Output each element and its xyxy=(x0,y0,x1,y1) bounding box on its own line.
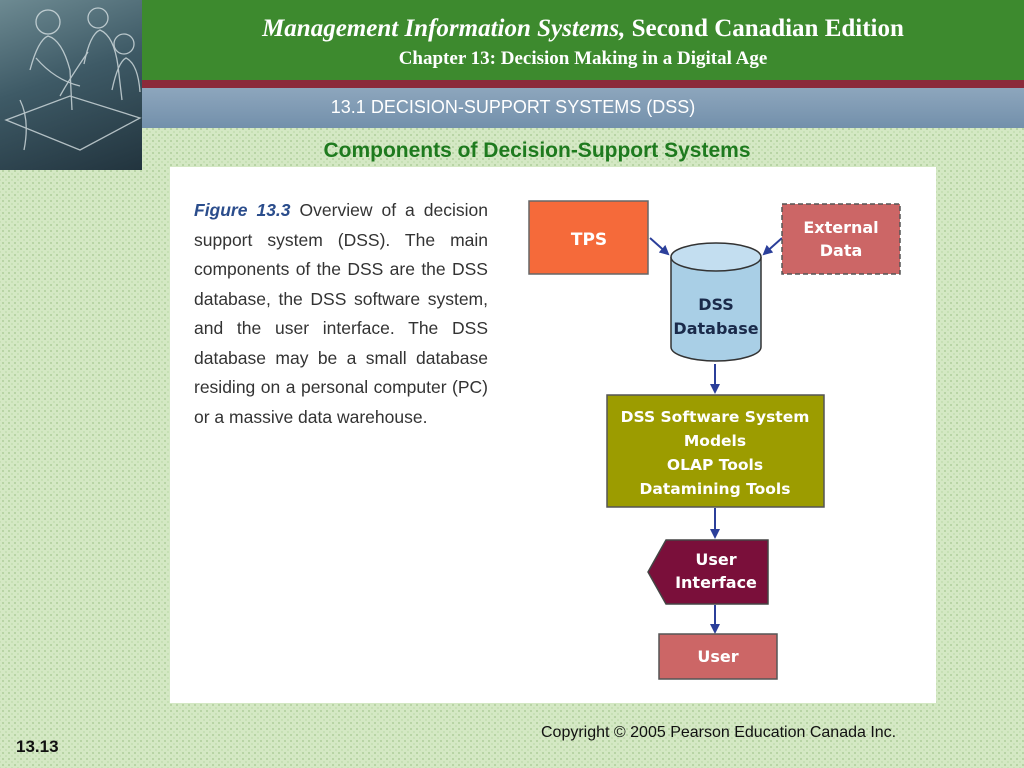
dss-software-label-line1: DSS Software System xyxy=(621,408,810,426)
user-label: User xyxy=(697,647,738,666)
book-title: Management Information Systems, Second C… xyxy=(142,14,1024,44)
chapter-title: Chapter 13: Decision Making in a Digital… xyxy=(398,48,768,69)
user-interface-node: User Interface xyxy=(647,539,769,605)
arrow-tps-to-database xyxy=(649,237,670,256)
book-title-edition: Second Canadian Edition xyxy=(625,15,904,42)
tps-node: TPS xyxy=(528,200,649,275)
dss-software-label-line4: Datamining Tools xyxy=(640,480,791,498)
book-title-italic: Management Information Systems, xyxy=(262,15,626,42)
dss-software-label-line3: OLAP Tools xyxy=(667,456,763,474)
tps-label: TPS xyxy=(571,230,607,250)
footer-copyright: Copyright © 2005 Pearson Education Canad… xyxy=(541,724,897,741)
user-interface-label-line1: User xyxy=(695,550,736,569)
figure-label: Figure 13.3 xyxy=(194,200,291,220)
section-title: 13.1 DECISION-SUPPORT SYSTEMS (DSS) xyxy=(330,97,696,117)
figure-caption: Figure 13.3 Overview of a decision suppo… xyxy=(194,196,488,432)
header-bar xyxy=(142,0,1024,80)
dss-software-label-line2: Models xyxy=(684,432,746,450)
section-bar xyxy=(142,88,1024,128)
dss-database-node: DSS Database xyxy=(670,242,762,362)
user-interface-label-line2: Interface xyxy=(675,573,757,592)
header-divider xyxy=(142,80,1024,88)
header-photo xyxy=(0,0,142,170)
figure-caption-text: Overview of a decision support system (D… xyxy=(194,200,488,427)
dss-database-label-line2: Database xyxy=(673,319,758,338)
arrow-external-to-database xyxy=(762,237,783,256)
external-data-label-line2: Data xyxy=(820,241,863,260)
external-data-node: External Data xyxy=(781,203,901,275)
external-data-label-line1: External xyxy=(803,218,878,237)
dss-database-label-line1: DSS xyxy=(698,295,734,314)
user-node: User xyxy=(658,633,778,680)
people-sketch-image xyxy=(4,7,142,151)
dss-software-node: DSS Software System Models OLAP Tools Da… xyxy=(606,394,825,508)
slide-heading: Components of Decision-Support Systems xyxy=(323,139,751,162)
slide-number: 13.13 xyxy=(16,737,59,756)
